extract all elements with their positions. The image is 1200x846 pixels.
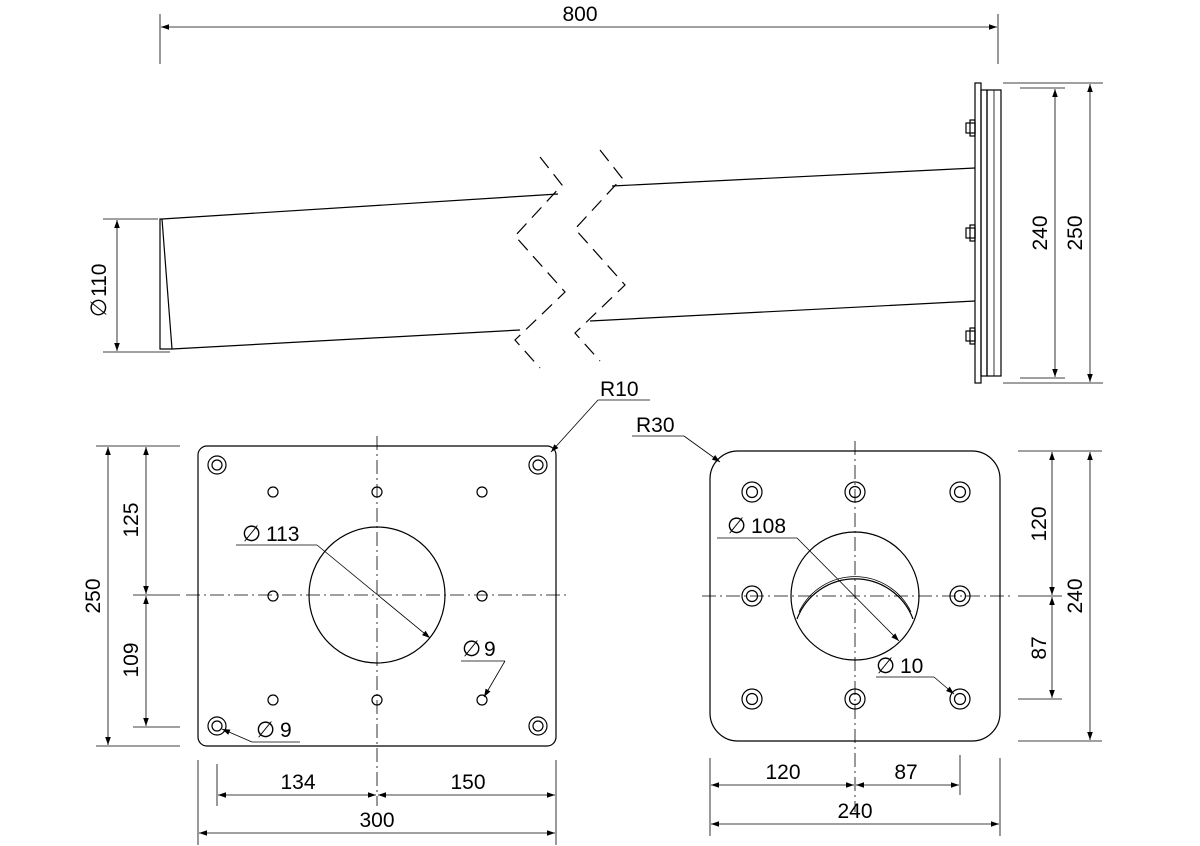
pipe-side-view: 800 ∅ [87,3,1103,384]
plate-left-small-holes [267,486,488,706]
pipe-diameter-label: ∅ 110 [87,264,112,318]
svg-text:∅: ∅ [876,654,895,679]
plate-right-holes [741,481,971,710]
plate-left-width-right-label: 150 [450,771,485,794]
plate-left-small-hole-label-a: ∅ 9 [462,637,496,662]
plate-right-large-hole [790,531,920,661]
plate-right-large-hole-label: ∅ 108 [727,514,786,539]
svg-text:110: 110 [88,264,111,297]
pipe-length-label: 800 [562,3,597,26]
plate-left-height-label: 250 [82,578,105,613]
plate-left-large-hole-label: ∅ 113 [242,522,299,547]
svg-text:∅: ∅ [87,298,112,317]
svg-text:10: 10 [900,655,923,678]
svg-text:9: 9 [280,719,292,742]
flange-height-outer-label: 250 [1064,215,1087,250]
svg-text:∅: ∅ [242,522,261,547]
plate-right-small-hole-label: ∅ 10 [876,654,923,679]
svg-text:9: 9 [484,638,496,661]
plate-left-large-hole [308,526,446,664]
plate-right-bottom-label: 87 [1028,636,1051,659]
svg-text:∅: ∅ [256,718,275,743]
plate-right-width-right-label: 87 [894,761,917,784]
plate-right-top-label: 120 [1028,506,1051,541]
svg-text:113: 113 [266,523,299,546]
plate-left-width-left-label: 134 [280,771,315,794]
flange-bolt-top [965,119,976,137]
plate-left-top-label: 125 [120,502,143,537]
plate-right-radius-label: R30 [636,414,675,437]
plate-left-small-hole-label-b: ∅ 9 [256,718,292,743]
flange-height-inner-label: 240 [1029,215,1052,250]
plate-right-height-label: 240 [1064,578,1087,613]
plate-left-corner-holes [207,455,548,736]
svg-text:∅: ∅ [727,514,746,539]
plate-left-bottom-label: 109 [120,642,143,677]
svg-text:108: 108 [751,515,786,538]
plate-right-width-total-label: 240 [837,800,872,823]
base-plate-right: R30 ∅ 108 ∅ 10 120 87 240 120 [632,414,1102,836]
plate-right-width-left-label: 120 [765,761,800,784]
flange-bolt-bottom [965,327,976,345]
base-plate-left: R10 ∅ 113 ∅ 9 ∅ 9 250 125 109 [82,378,650,845]
plate-left-radius-label: R10 [600,378,639,401]
flange-bolt-middle [965,224,976,242]
plate-left-width-total-label: 300 [359,809,394,832]
svg-text:∅: ∅ [462,637,481,662]
